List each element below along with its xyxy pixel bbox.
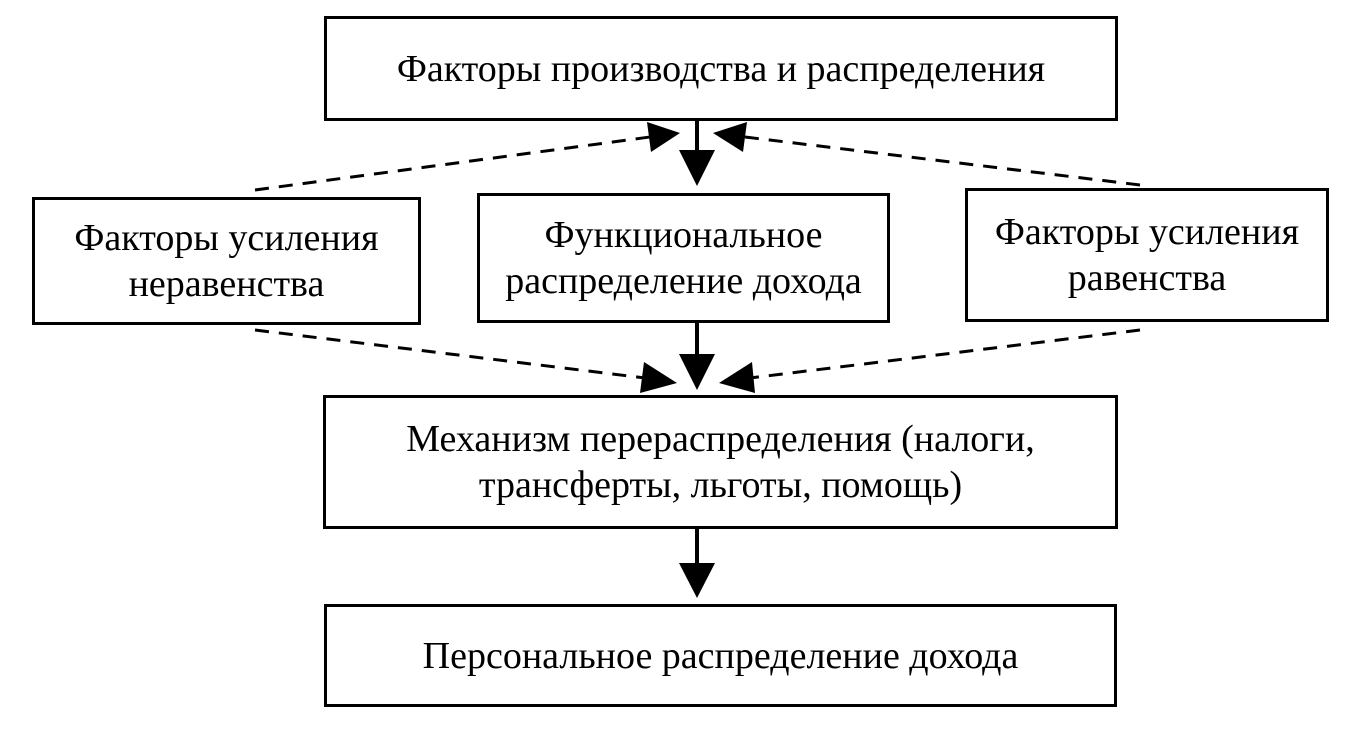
functional-distribution-line1: Функциональное — [544, 214, 823, 256]
equality-factors-line1: Факторы усиления — [994, 211, 1300, 253]
personal-distribution-label: Персональное распределение дохода — [422, 634, 1019, 677]
dashed-arrow-inequality-to-redistribution — [254, 328, 677, 393]
dashed-arrow-equality-to-redistribution — [719, 328, 1141, 393]
personal-distribution-box: Персональное распределение дохода — [324, 604, 1117, 707]
solid-arrow-top-to-functional — [679, 121, 715, 186]
solid-arrow-redistribution-to-personal — [679, 529, 715, 598]
solid-arrow-functional-to-redistribution — [679, 323, 715, 390]
dashed-arrow-equality-to-top — [713, 122, 1141, 187]
inequality-factors-box: Факторы усиления неравенства — [32, 197, 421, 325]
inequality-factors-line1: Факторы усиления — [74, 217, 379, 259]
dashed-arrow-inequality-to-top — [254, 122, 680, 192]
equality-factors-box: Факторы усиления равенства — [965, 188, 1329, 322]
production-factors-label: Факторы производства и распределения — [396, 47, 1046, 90]
production-factors-box: Факторы производства и распределения — [324, 16, 1118, 121]
inequality-factors-line2: неравенства — [128, 263, 325, 305]
functional-distribution-box: Функциональное распределение дохода — [477, 193, 890, 323]
redistribution-mechanism-line1: Механизм перераспределения (налоги, — [406, 418, 1035, 460]
equality-factors-line2: равенства — [1067, 257, 1227, 299]
functional-distribution-line2: распределение дохода — [505, 260, 862, 302]
redistribution-mechanism-box: Механизм перераспределения (налоги, тран… — [323, 395, 1118, 529]
redistribution-mechanism-line2: трансферты, льготы, помощь) — [478, 464, 963, 506]
